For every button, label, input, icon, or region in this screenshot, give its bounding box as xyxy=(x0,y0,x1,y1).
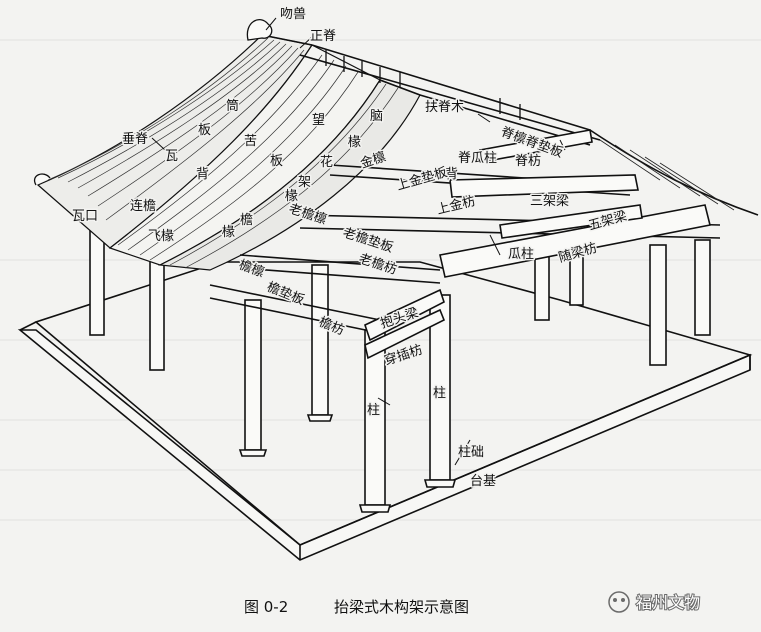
beams xyxy=(364,129,711,360)
label-yan-chuan: 檐 xyxy=(240,213,253,228)
brand-watermark: 福州文物 xyxy=(608,591,701,613)
label-lianyan: 连檐 xyxy=(130,198,156,214)
label-zhu2: 柱 xyxy=(433,386,446,401)
label-feichuan: 飞椽 xyxy=(148,229,174,244)
wenshou-ornament xyxy=(33,19,273,186)
label-zhu1: 柱 xyxy=(367,403,380,418)
ridge-and-purlins xyxy=(209,34,759,334)
label-wang: 望 xyxy=(312,112,325,128)
label-ban1: 板 xyxy=(198,123,211,138)
label-chuan1: 椽 xyxy=(348,135,361,150)
roof-tile-lines xyxy=(47,37,399,269)
label-chuiji: 垂脊 xyxy=(122,132,148,147)
ridge-posts xyxy=(325,50,521,120)
label-shangjin-dianban: 上金垫板 xyxy=(395,164,449,194)
figure-caption-title: 抬梁式木构架示意图 xyxy=(334,598,469,616)
label-jiguazhu: 脊瓜柱 xyxy=(458,151,497,166)
leader-lines xyxy=(151,17,566,466)
label-chuan2: 椽 xyxy=(285,189,298,204)
label-fuji-mu: 扶脊木 xyxy=(425,100,464,115)
label-taiji: 台基 xyxy=(470,474,496,489)
label-jia: 架 xyxy=(298,175,311,190)
label-zhengji: 正脊 xyxy=(310,29,336,44)
label-laoyan-fang: 老檐枋 xyxy=(357,251,399,278)
brand-name: 福州文物 xyxy=(636,593,700,612)
label-gu-ku: 苦 xyxy=(244,133,257,149)
label-nao: 脑 xyxy=(370,109,383,124)
label-hua: 花 xyxy=(320,154,333,170)
label-tong: 筒 xyxy=(226,98,239,114)
label-zhuchu: 柱础 xyxy=(458,445,484,460)
columns xyxy=(89,229,711,513)
label-yanlin: 檐檩 xyxy=(237,258,267,281)
label-ban2: 板 xyxy=(270,154,283,169)
label-jiaobei: 角背 xyxy=(432,167,458,182)
label-sanjia-liang: 三架梁 xyxy=(530,194,569,209)
label-wenshou: 吻兽 xyxy=(280,7,306,22)
figure-caption-number: 图 0-2 xyxy=(244,598,288,616)
eave-rafters-right xyxy=(599,139,735,211)
label-wakou: 瓦口 xyxy=(72,209,98,224)
label-chuan3: 椽 xyxy=(222,225,235,240)
label-jifang: 脊枋 xyxy=(515,153,541,169)
label-yan-dianban: 檐垫板 xyxy=(265,279,307,308)
label-bei: 背 xyxy=(196,167,209,182)
roof-surface xyxy=(36,34,421,271)
label-guazhu: 瓜柱 xyxy=(508,247,534,262)
label-wa: 瓦 xyxy=(165,149,178,164)
